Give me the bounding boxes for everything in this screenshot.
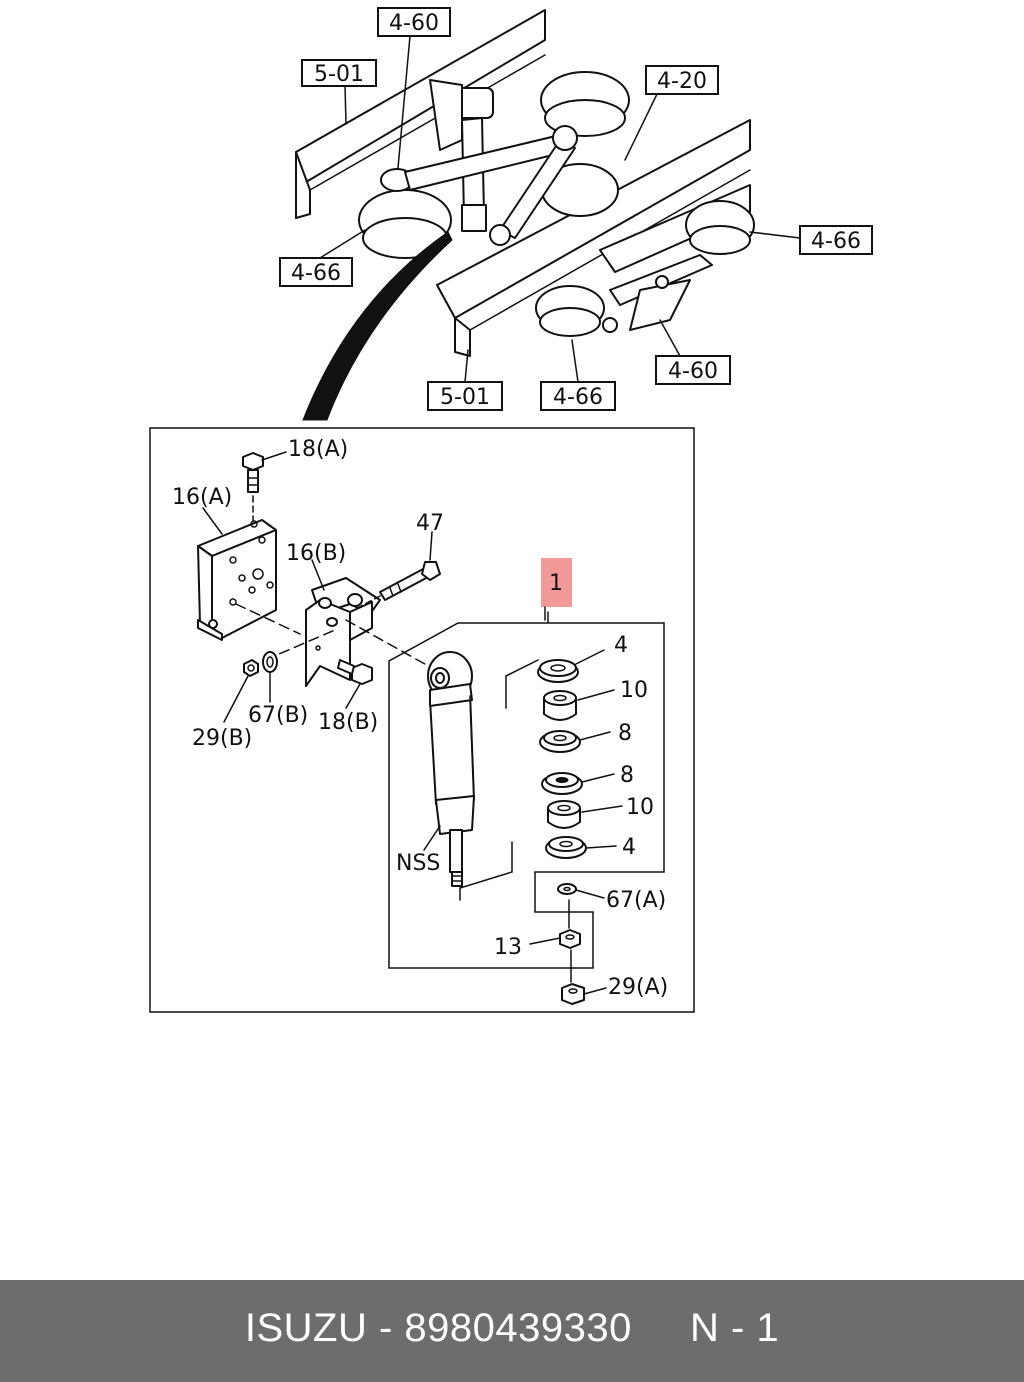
svg-text:4-20: 4-20 (657, 69, 707, 94)
washer-67b (262, 651, 278, 673)
callout-16a: 16(A) (172, 485, 232, 510)
callout-4-bottom: 4 (622, 835, 636, 860)
centerline (264, 629, 336, 661)
overview-tag-4-20: 4-20 (645, 65, 719, 95)
callout-4-top: 4 (614, 633, 628, 658)
overview-tag-4-66-left: 4-66 (279, 257, 353, 287)
bracket-16a (197, 519, 277, 641)
footer-caption: ISUZU - 8980439330 N - 1 (0, 1306, 1024, 1351)
svg-text:4-66: 4-66 (553, 385, 603, 410)
washer-67a (557, 883, 577, 895)
svg-text:5-01: 5-01 (314, 62, 364, 87)
parts-diagram: 4-60 5-01 4-20 4-66 4-66 4-60 5-01 4-66 (149, 7, 873, 1013)
overview-tag-5-01-top: 5-01 (301, 59, 377, 87)
footer-separator: - (378, 1306, 393, 1350)
callout-16b: 16(B) (286, 541, 346, 566)
leader-lines (202, 451, 623, 995)
callout-10-bottom: 10 (626, 795, 654, 820)
bolt-18a (242, 452, 264, 521)
callout-29a: 29(A) (608, 975, 668, 1000)
callout-67a: 67(A) (606, 888, 666, 913)
svg-text:4-66: 4-66 (811, 229, 861, 254)
callout-1-highlight (541, 558, 572, 607)
callout-67b: 67(B) (248, 703, 308, 728)
callout-1: 1 (549, 571, 563, 596)
nut-13 (559, 929, 581, 949)
centerline (345, 619, 433, 669)
dim-bracket (459, 841, 513, 901)
svg-text:4-60: 4-60 (389, 11, 439, 36)
washer-8-top (539, 730, 581, 753)
washer-4-bottom (545, 836, 587, 859)
bolt-18b (337, 659, 373, 685)
footer-brand: ISUZU (244, 1306, 368, 1350)
callout-8-bottom: 8 (620, 763, 634, 788)
callout-18b: 18(B) (318, 710, 378, 735)
callout-nss: NSS (396, 851, 440, 876)
assembly-bracket (388, 611, 665, 969)
callout-13: 13 (494, 935, 522, 960)
overview-tag-4-66-right: 4-66 (799, 225, 873, 255)
footer-page-ref: N - 1 (689, 1306, 780, 1350)
callout-47: 47 (416, 511, 444, 536)
svg-text:4-66: 4-66 (291, 261, 341, 286)
nut-29a (561, 983, 585, 1005)
chassis-overview (295, 9, 801, 421)
washer-4-top (537, 659, 579, 683)
overview-tag-4-66-bottom: 4-66 (540, 381, 616, 411)
detail-frame (149, 427, 695, 1013)
overview-tag-5-01-bottom: 5-01 (427, 381, 503, 411)
footer-bar: ISUZU - 8980439330 N - 1 (0, 1280, 1024, 1382)
callout-18a: 18(A) (288, 437, 348, 462)
footer-part-number: 8980439330 (404, 1306, 632, 1350)
overview-tag-4-60-top: 4-60 (377, 7, 451, 37)
overview-tag-4-60-bottom: 4-60 (655, 355, 731, 385)
washer-8-bottom (541, 772, 583, 795)
bushing-10-bottom (547, 800, 581, 829)
svg-text:4-60: 4-60 (668, 359, 718, 384)
callout-29b: 29(B) (192, 726, 252, 751)
nut-29b (243, 659, 259, 677)
callout-10-top: 10 (620, 678, 648, 703)
centerline (235, 603, 301, 635)
dim-bracket (505, 659, 539, 709)
bushing-10-top (543, 690, 577, 721)
bolt-47 (349, 561, 441, 613)
svg-text:5-01: 5-01 (440, 385, 490, 410)
callout-8-top: 8 (618, 721, 632, 746)
shock-absorber (427, 651, 475, 887)
